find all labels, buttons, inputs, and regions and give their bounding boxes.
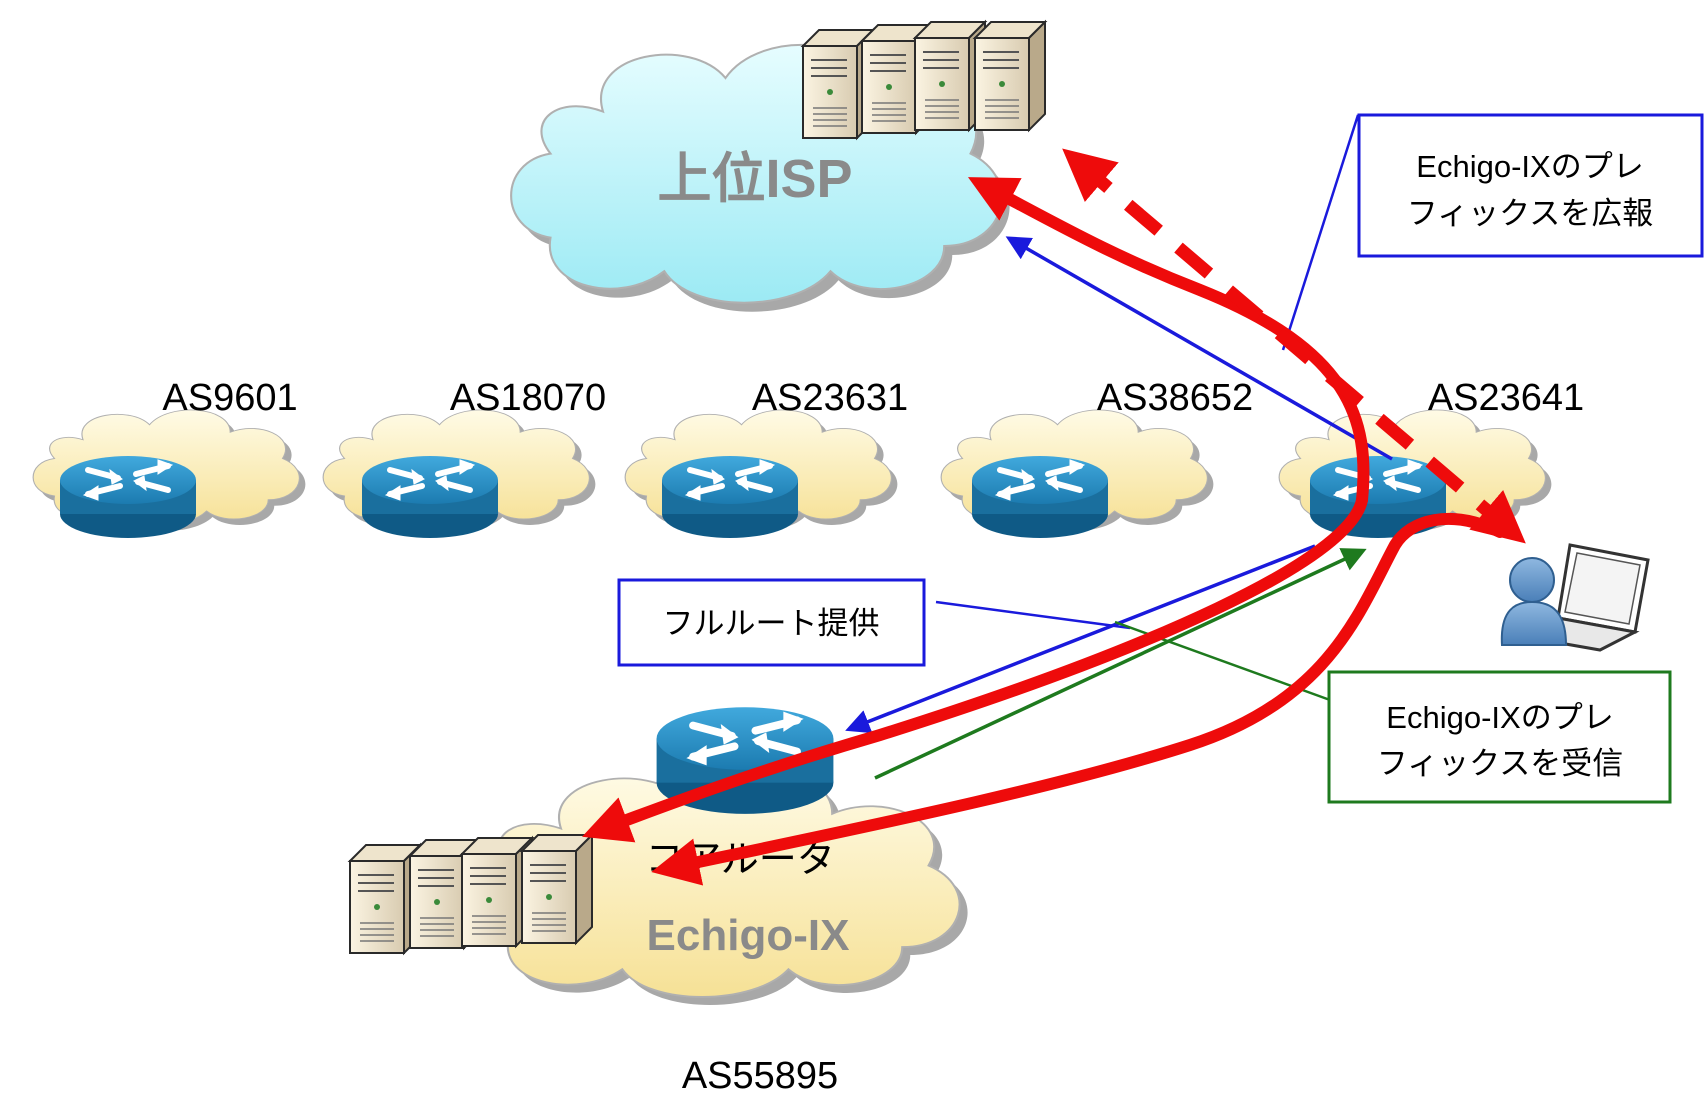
echigo-server-cluster bbox=[349, 834, 593, 954]
server-rack-icon bbox=[974, 21, 1046, 131]
as-label: AS9601 bbox=[162, 377, 297, 419]
router-icon bbox=[662, 456, 798, 538]
callout-advertise-line2: フィックスを広報 bbox=[1407, 196, 1653, 231]
callout-fullroute-leader bbox=[935, 600, 1131, 630]
echigo-as-label: AS55895 bbox=[682, 1055, 838, 1093]
callout-advertise-leader bbox=[1281, 114, 1360, 351]
as-node-2: AS18070 bbox=[322, 377, 606, 538]
fullroute-arrow bbox=[845, 544, 1316, 734]
router-icon bbox=[362, 456, 498, 538]
callout-receive-line1: Echigo-IXのプレ bbox=[1386, 700, 1613, 735]
as-label: AS18070 bbox=[450, 377, 606, 419]
isp-cloud-title: 上位ISP bbox=[657, 149, 852, 209]
as-node-5: AS23641 bbox=[1278, 377, 1584, 538]
isp-server-cluster bbox=[802, 21, 1046, 139]
router-icon bbox=[60, 456, 196, 538]
as-label: AS23631 bbox=[752, 377, 908, 419]
callout-receive: Echigo-IXのプレ フィックスを受信 bbox=[1327, 670, 1672, 804]
router-icon bbox=[972, 456, 1108, 538]
server-rack-icon bbox=[521, 834, 593, 944]
callout-fullroute: フルルート提供 bbox=[617, 578, 926, 667]
user-laptop-icon bbox=[1500, 543, 1650, 652]
as-node-3: AS23631 bbox=[624, 377, 908, 538]
echigo-cloud-title: Echigo-IX bbox=[647, 911, 850, 960]
isp-cloud: 上位ISP bbox=[510, 43, 1010, 312]
callout-receive-line2: フィックスを受信 bbox=[1377, 746, 1623, 781]
prefix-receive-arrow bbox=[874, 548, 1367, 780]
as-label: AS38652 bbox=[1097, 377, 1253, 419]
traffic-to-echigo-arrow bbox=[582, 494, 1368, 843]
callout-fullroute-line1: フルルート提供 bbox=[663, 606, 880, 641]
callout-advertise: Echigo-IXのプレ フィックスを広報 bbox=[1357, 113, 1704, 258]
callout-advertise-line1: Echigo-IXのプレ bbox=[1416, 149, 1643, 184]
as-node-4: AS38652 bbox=[940, 377, 1253, 538]
as-node-1: AS9601 bbox=[32, 377, 306, 538]
traffic-isp-user-dashed-arrow bbox=[1062, 148, 1526, 544]
as-label: AS23641 bbox=[1428, 377, 1584, 419]
